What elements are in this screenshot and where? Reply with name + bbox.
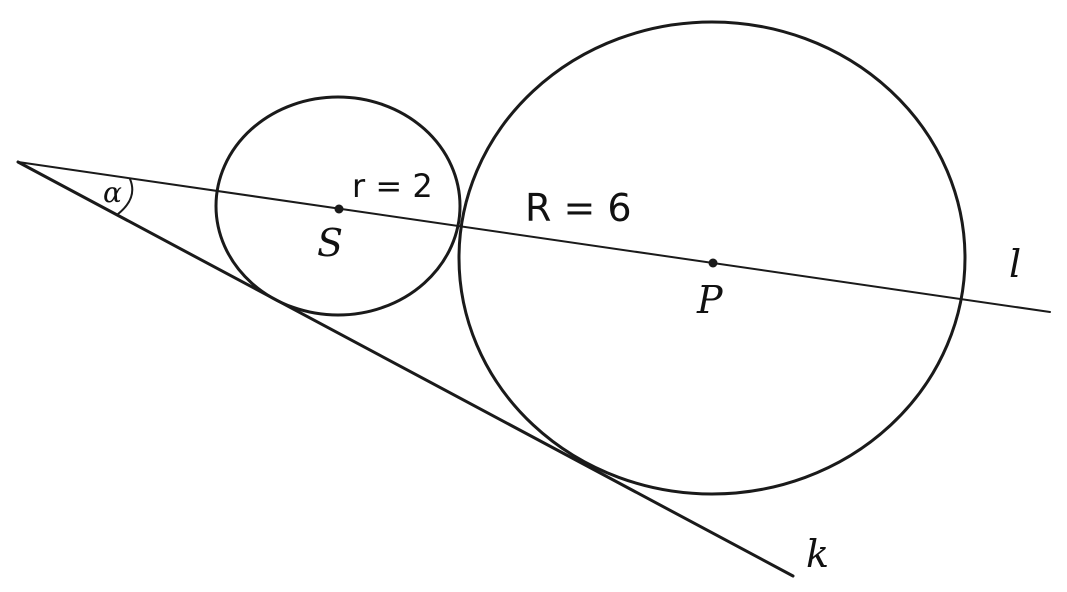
center-point-s — [334, 204, 344, 214]
angle-arc — [117, 178, 134, 215]
line-l — [17, 161, 1051, 313]
center-label-s: S — [317, 221, 343, 265]
small-circle — [214, 95, 462, 317]
center-label-p: P — [696, 278, 724, 322]
angle-label: α — [103, 176, 122, 209]
center-point-p — [708, 258, 718, 268]
large-circle — [457, 20, 967, 496]
line-l-label: l — [1009, 242, 1021, 286]
large-radius-label: R = 6 — [525, 186, 632, 230]
line-k-label: k — [806, 532, 829, 576]
small-radius-label: r = 2 — [352, 167, 433, 205]
line-k — [16, 160, 795, 578]
